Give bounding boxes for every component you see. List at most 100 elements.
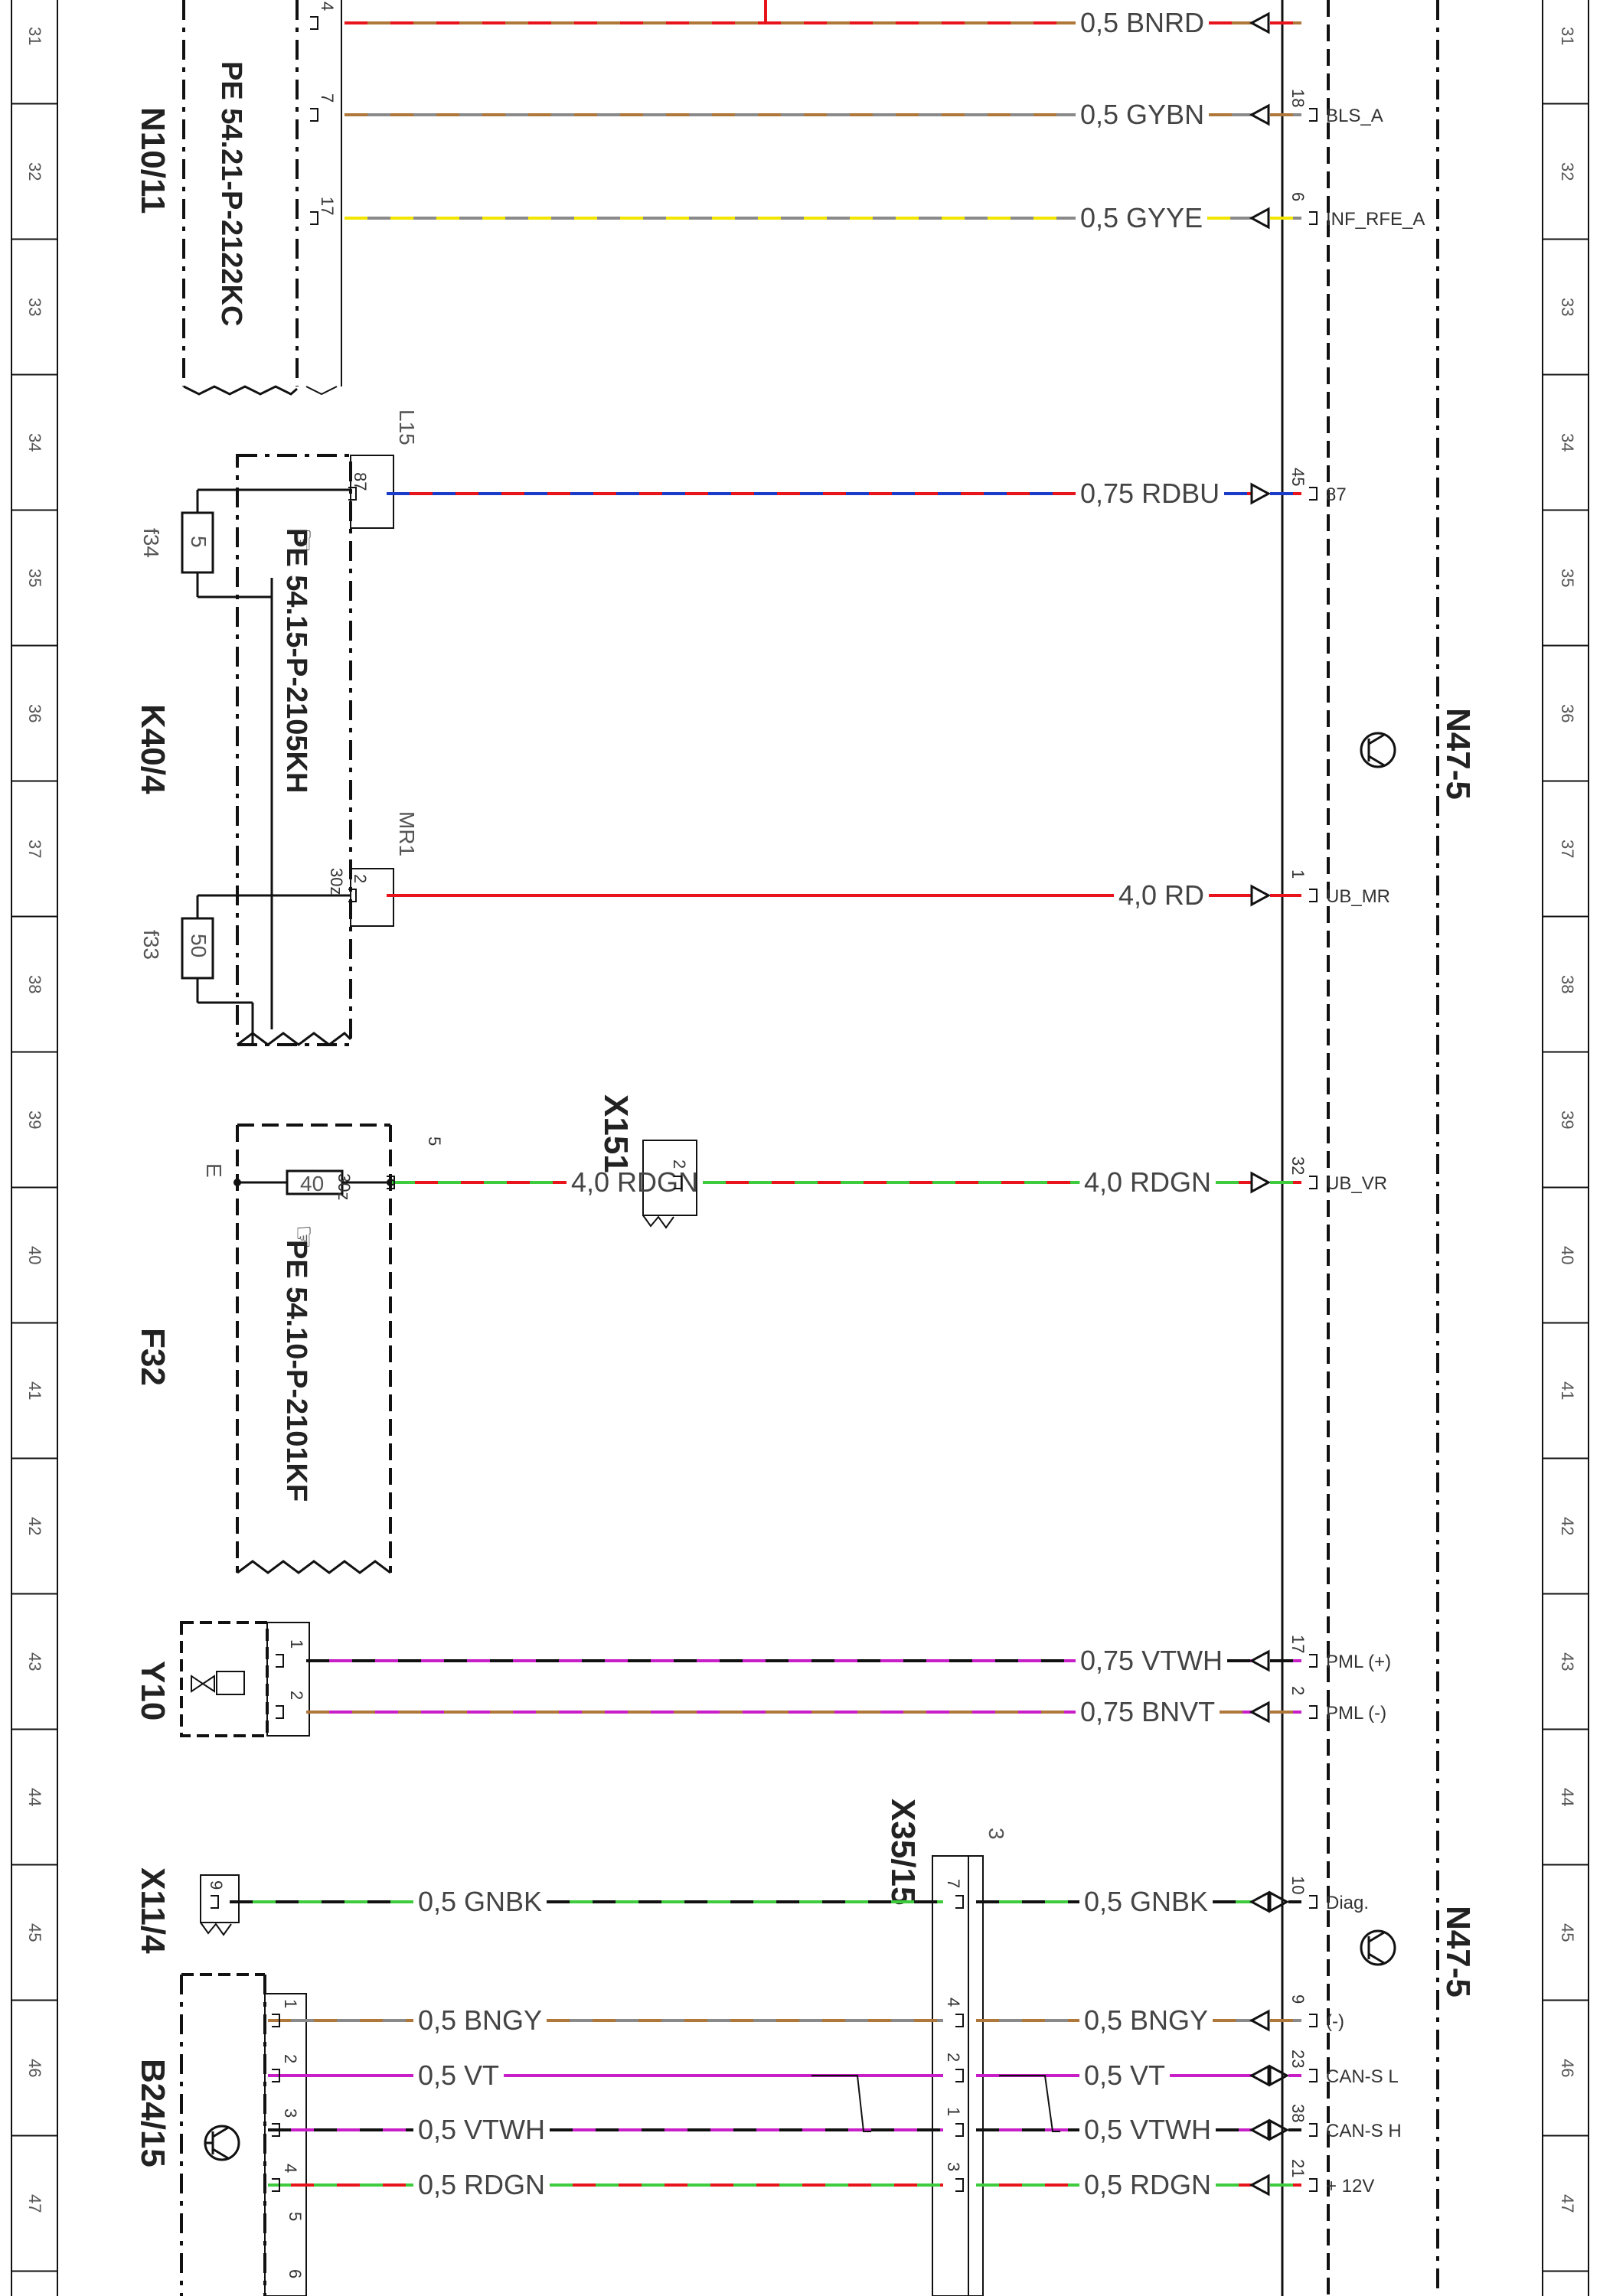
pin-number: 6 <box>1288 192 1308 201</box>
pin-number: 7 <box>944 1879 963 1888</box>
x151-label: X151 <box>597 1094 635 1173</box>
wire-label: 0,5 RDGN <box>418 2169 545 2200</box>
f32-block: 40 E F32 PE 54.10-P-2101KF ☞ <box>134 1124 394 1574</box>
b24-label: B24/15 <box>134 2059 171 2167</box>
pin-terminal <box>1309 1705 1318 1719</box>
wire-label: 0,5 GNBK <box>418 1886 542 1917</box>
arrow-out-icon <box>1269 2118 1290 2141</box>
twisted-pair-mark <box>811 2075 871 2132</box>
row-number: 42 <box>25 1517 44 1535</box>
row-number: 31 <box>25 27 44 45</box>
k40-connector-mr1: MR1 <box>395 811 419 856</box>
row-number: 38 <box>25 975 44 993</box>
row-number: 41 <box>25 1381 44 1400</box>
pin-number: 4 <box>318 2 337 11</box>
wire-label: 0,5 RDGN <box>1084 2169 1211 2200</box>
pin-number: 1 <box>281 1999 300 2008</box>
signal-name: UB_MR <box>1326 886 1390 907</box>
pin-number: 7 <box>318 93 337 103</box>
arrow-in-icon <box>1249 2174 1270 2197</box>
row-number: 46 <box>1558 2059 1577 2077</box>
row-number: 35 <box>1558 569 1577 587</box>
arrow-in-icon <box>1249 1649 1270 1672</box>
b24-block: B24/15 5 6 <box>134 1973 307 2296</box>
pin-terminal <box>310 108 318 122</box>
pin-number: 9 <box>207 1880 226 1890</box>
row-number: 46 <box>25 2059 44 2077</box>
pin-number: 23 <box>1288 2050 1308 2068</box>
pin-number: 1 <box>944 2107 963 2116</box>
arrow-in-icon <box>1249 207 1270 230</box>
pin-number: 4 <box>944 1998 963 2007</box>
pin-number: 18 <box>1288 89 1308 107</box>
arrow-in-icon <box>1249 2064 1270 2087</box>
arrow-out-icon <box>1250 884 1272 907</box>
signal-name: INF_RFE_A <box>1326 209 1425 230</box>
pin-terminal <box>1309 108 1318 122</box>
signal-name: BLS_A <box>1326 106 1383 126</box>
k40-fuse-b-rating: 50 <box>187 934 211 957</box>
row-number: 36 <box>25 704 44 722</box>
wire-label: 4,0 RDGN <box>571 1166 698 1198</box>
pin-terminal <box>276 1705 284 1719</box>
pin-number: 45 <box>1288 468 1308 486</box>
n10-block: N10/11 PE 54.21-P-2122KC <box>134 0 342 396</box>
signal-name: CAN-S L <box>1326 2066 1399 2087</box>
pin-terminal <box>1309 1176 1318 1189</box>
row-number: 44 <box>25 1788 44 1806</box>
pin-terminal <box>310 16 318 30</box>
row-number: 32 <box>25 162 44 181</box>
pin-terminal <box>276 1654 284 1668</box>
wire-label: 4,0 RDGN <box>1084 1166 1211 1198</box>
k40-pe-reference: PE 54.15-P-2105KH <box>280 528 312 793</box>
wire-label: 0,5 VTWH <box>1084 2114 1211 2145</box>
arrow-in-icon <box>1249 1890 1270 1913</box>
row-number: 33 <box>1558 298 1577 316</box>
wire-label: 4,0 RD <box>1118 879 1204 911</box>
wire-label: 0,5 BNGY <box>1084 2004 1208 2036</box>
arrow-in-icon <box>1249 1701 1270 1724</box>
pin-number: 2 <box>670 1159 689 1169</box>
pin-terminal <box>272 2069 280 2082</box>
transistor-icon <box>1360 1929 1396 1966</box>
row-number: 41 <box>1558 1381 1577 1400</box>
k40-fuse-a-rating: 5 <box>187 536 211 548</box>
f32-label: F32 <box>134 1328 171 1386</box>
signal-name: 87 <box>1326 484 1347 505</box>
signal-name: CAN-S H <box>1326 2121 1402 2141</box>
pin-number: 38 <box>1288 2104 1308 2122</box>
pin-number: 4 <box>281 2164 300 2173</box>
row-number: 34 <box>25 433 44 452</box>
row-number: 44 <box>1558 1788 1577 1806</box>
pin-number: 2 <box>944 2053 963 2062</box>
row-number: 36 <box>1558 704 1577 722</box>
k40-fuse-a-id: f34 <box>139 528 163 558</box>
wire-label: 0,5 GYBN <box>1080 99 1204 130</box>
row-number: 40 <box>25 1246 44 1264</box>
arrow-in-icon <box>1249 2118 1270 2141</box>
pin-terminal <box>955 2178 964 2192</box>
wire-label: 0,5 VTWH <box>418 2114 545 2145</box>
wire-label: 0,5 GYYE <box>1080 202 1203 233</box>
pin-terminal <box>1309 487 1318 501</box>
pin-terminal <box>310 211 318 225</box>
row-number: 45 <box>1558 1923 1577 1942</box>
k40-fuse-b-id: f33 <box>139 930 163 960</box>
signal-name: PML (-) <box>1326 1703 1386 1724</box>
row-number: 43 <box>1558 1652 1577 1671</box>
pin-number: 2 <box>1288 1686 1308 1695</box>
pin-number: 32 <box>1288 1156 1308 1175</box>
pin-number: 1 <box>1288 869 1308 879</box>
n47-label-lower: N47-5 <box>1439 1906 1477 1998</box>
pin-terminal <box>955 2014 964 2027</box>
x151-connector: X151 <box>597 1094 697 1229</box>
twisted-pair-mark <box>999 2075 1060 2132</box>
row-number: 31 <box>1558 27 1577 45</box>
pin-number: 3 <box>944 2162 963 2171</box>
row-number: 37 <box>25 840 44 858</box>
row-number: 39 <box>25 1110 44 1129</box>
pin-terminal <box>1309 2069 1318 2082</box>
arrow-out-icon <box>1269 1890 1290 1913</box>
arrow-in-icon <box>1249 11 1270 34</box>
